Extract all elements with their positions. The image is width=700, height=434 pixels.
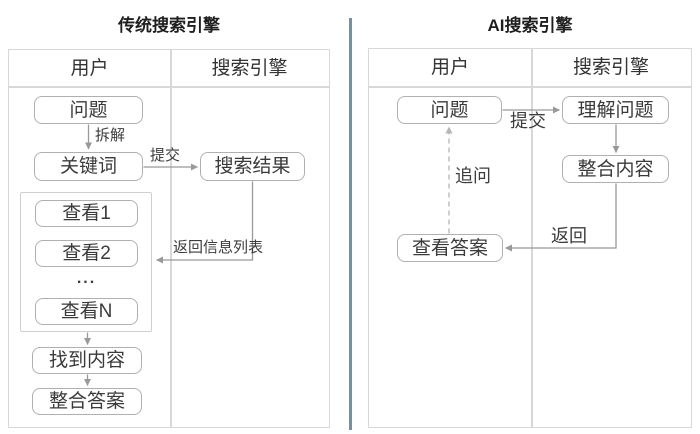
right-header-engine: 搜索引擎	[572, 57, 649, 78]
node-view-answer: 查看答案	[397, 234, 503, 262]
right-header-user: 用户	[430, 57, 469, 78]
edge-label-return-info-list: 返回信息列表	[173, 239, 264, 256]
edge-label-decompose: 拆解	[95, 127, 126, 144]
left-header-separator	[9, 86, 329, 88]
right-diagram-title: AI搜索引擎	[487, 16, 573, 35]
left-header-user: 用户	[70, 58, 109, 79]
node-integrate-answer: 整合答案	[32, 388, 142, 415]
node-found-content: 找到内容	[32, 347, 142, 374]
node-view-1: 查看1	[35, 200, 138, 227]
edge-label-return: 返回	[551, 226, 587, 246]
left-panel: 用户 搜索引擎	[8, 49, 330, 428]
left-column-separator	[170, 50, 172, 427]
node-view-n: 查看N	[35, 298, 138, 325]
node-search-results: 搜索结果	[200, 152, 305, 181]
right-column-separator	[531, 49, 533, 427]
left-header-engine: 搜索引擎	[211, 58, 288, 79]
node-keywords: 关键词	[34, 152, 143, 181]
view-list-ellipsis: ...	[76, 270, 97, 287]
edge-label-submit-right: 提交	[510, 111, 546, 131]
node-view-2: 查看2	[35, 240, 138, 267]
node-question-left: 问题	[34, 96, 143, 124]
node-integrate-content: 整合内容	[562, 155, 669, 183]
node-understand-question: 理解问题	[562, 96, 669, 124]
right-header-separator	[369, 86, 691, 88]
edge-label-submit-left: 提交	[150, 147, 181, 164]
left-diagram-title: 传统搜索引擎	[118, 16, 220, 35]
vertical-divider	[349, 18, 352, 430]
node-question-right: 问题	[397, 96, 502, 124]
edge-label-follow-up: 追问	[455, 166, 491, 186]
